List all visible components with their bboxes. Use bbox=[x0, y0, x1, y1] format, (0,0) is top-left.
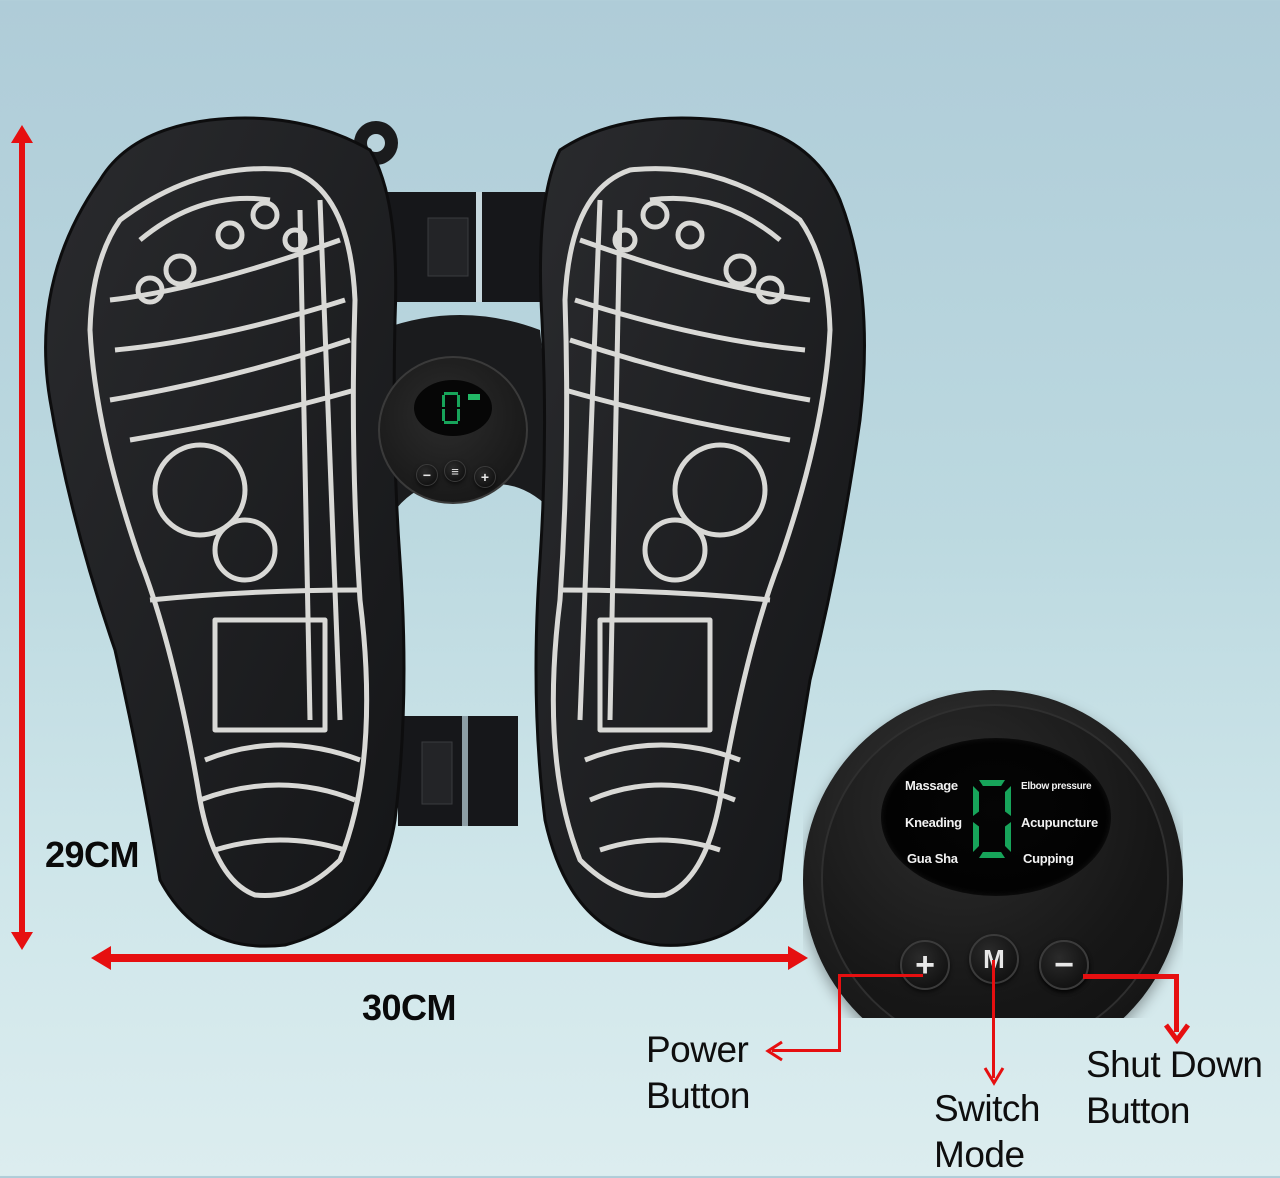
small-menu-button[interactable]: ≡ bbox=[444, 460, 466, 482]
hinge-top bbox=[385, 192, 545, 302]
shutdown-callout-line bbox=[1083, 974, 1178, 979]
shutdown-label-line1: Shut Down bbox=[1086, 1044, 1263, 1085]
hinge-bottom bbox=[398, 716, 518, 826]
height-dimension-line bbox=[19, 140, 25, 940]
power-label-line1: Power bbox=[646, 1029, 749, 1070]
mode-cupping: Cupping bbox=[1023, 851, 1074, 866]
power-arrow-icon bbox=[765, 1040, 783, 1062]
power-callout-line bbox=[838, 974, 923, 977]
arrow-left-icon bbox=[91, 946, 111, 970]
arrow-right-icon bbox=[788, 946, 808, 970]
height-label: 29CM bbox=[45, 834, 140, 875]
shutdown-callout-line-vertical bbox=[1174, 974, 1179, 1032]
mat-controller-display bbox=[414, 380, 492, 436]
switch-label-line2: Mode bbox=[934, 1134, 1025, 1175]
mode-massage: Massage bbox=[905, 778, 958, 793]
shutdown-minus-button[interactable]: − bbox=[1039, 940, 1089, 990]
shutdown-button-label: Shut Down Button bbox=[1086, 1042, 1263, 1134]
switch-arrow-icon bbox=[983, 1067, 1005, 1086]
width-label: 30CM bbox=[362, 987, 457, 1028]
switch-label-line1: Switch bbox=[934, 1088, 1040, 1129]
mode-gua-sha: Gua Sha bbox=[907, 851, 958, 866]
foot-massager-mat bbox=[44, 116, 866, 948]
arrow-down-icon bbox=[11, 932, 33, 950]
left-foot-pad bbox=[44, 116, 406, 948]
power-button-label: Power Button bbox=[646, 1027, 750, 1119]
power-label-line2: Button bbox=[646, 1075, 750, 1116]
mode-display: Massage Kneading Gua Sha Elbow pressure … bbox=[881, 738, 1111, 896]
shutdown-label-line2: Button bbox=[1086, 1090, 1190, 1131]
power-callout-line-vertical bbox=[838, 974, 841, 1052]
power-callout-line-horizontal bbox=[772, 1049, 841, 1052]
shutdown-arrow-icon bbox=[1163, 1023, 1191, 1044]
mat-controller-small: − ≡ + bbox=[376, 356, 528, 504]
mode-kneading: Kneading bbox=[905, 815, 962, 830]
power-plus-button[interactable]: + bbox=[900, 940, 950, 990]
mode-m-button[interactable]: M bbox=[969, 934, 1019, 984]
small-minus-button[interactable]: − bbox=[416, 464, 438, 486]
width-dimension-line bbox=[105, 954, 795, 962]
switch-callout-line bbox=[992, 960, 995, 1078]
switch-mode-label: Switch Mode bbox=[934, 1086, 1040, 1178]
arrow-up-icon bbox=[11, 125, 33, 143]
small-plus-button[interactable]: + bbox=[474, 466, 496, 488]
mode-acupuncture: Acupuncture bbox=[1021, 815, 1098, 830]
mode-elbow-pressure: Elbow pressure bbox=[1021, 781, 1092, 792]
